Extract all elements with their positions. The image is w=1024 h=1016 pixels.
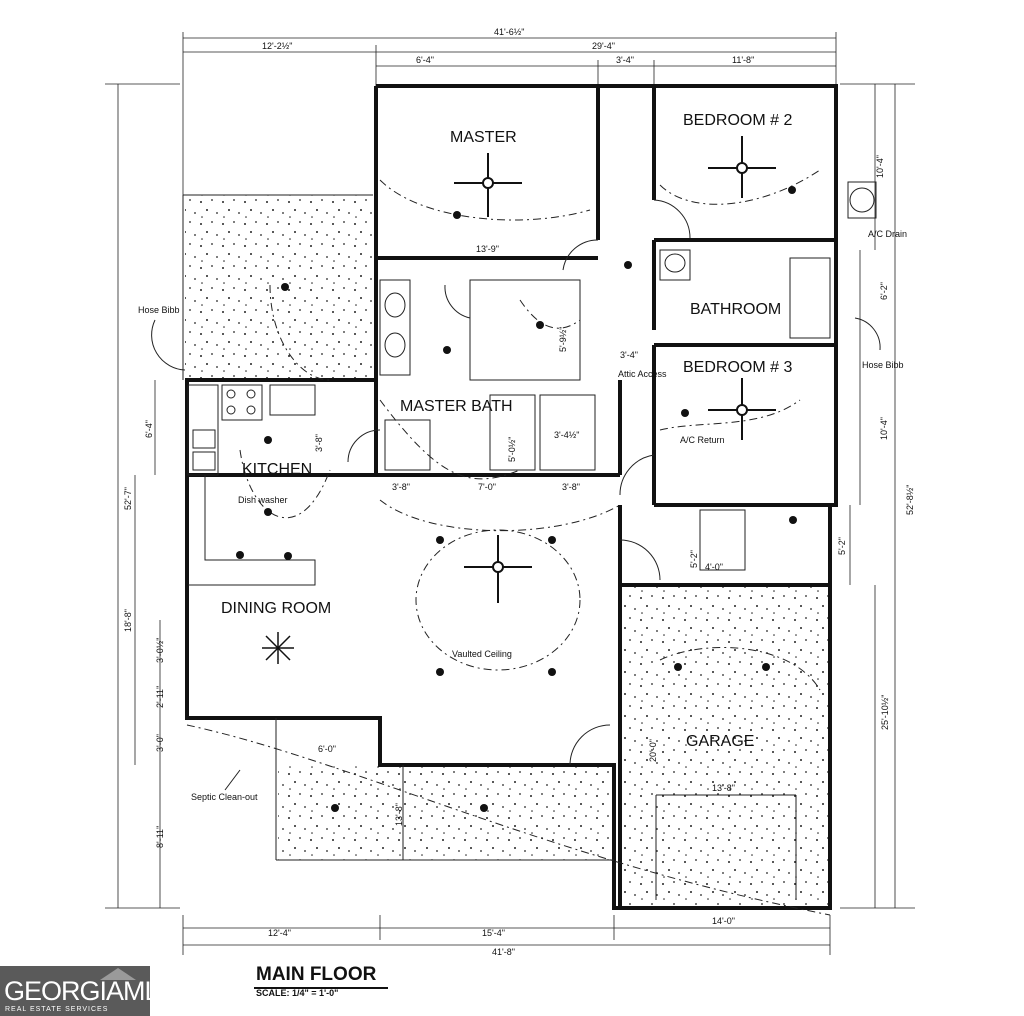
room-label-kitchen: KITCHEN (242, 461, 312, 478)
title-underline (254, 987, 388, 989)
dim-top-right: 29'-4" (592, 41, 615, 51)
dim-right-5-2: 5'-2" (837, 537, 847, 555)
room-label-bedroom2: BEDROOM # 2 (683, 112, 792, 129)
dim-left-3-0: 3'-0" (155, 734, 165, 752)
dim-left-2-11: 2'-11" (155, 686, 165, 708)
roof-icon (100, 968, 136, 980)
light-fixture-icons (236, 186, 797, 812)
note-septic-cleanout: Septic Clean-out (191, 792, 258, 802)
dimension-lines (105, 32, 915, 955)
porch-left-area (185, 195, 373, 378)
dim-left-18-8: 18'-8" (123, 609, 133, 632)
room-label-bathroom: BATHROOM (690, 301, 781, 318)
dim-bath-3-4-half: 3'-4½" (554, 430, 579, 440)
switch-wiring (186, 169, 831, 916)
plan-scale: SCALE: 1/4" = 1'-0" (256, 988, 339, 998)
note-hose-bibb-left: Hose Bibb (138, 305, 180, 315)
dim-left-8-11: 8'-11" (155, 826, 165, 848)
room-label-garage: GARAGE (686, 733, 754, 750)
room-label-master: MASTER (450, 129, 517, 146)
dim-master-13-9: 13'-9" (476, 244, 499, 254)
dim-mid-7-0: 7'-0" (478, 482, 496, 492)
dim-bath-5-0: 5'-0½" (507, 437, 517, 462)
dim-laundry-5-2: 5'-2" (689, 550, 699, 568)
dim-left-6-4: 6'-4" (144, 420, 154, 438)
dim-bath-5-9: 5'-9½" (558, 327, 568, 352)
room-label-dining-room: DINING ROOM (221, 600, 331, 617)
note-ac-drain: A/C Drain (868, 229, 907, 239)
note-vaulted-ceiling: Vaulted Ceiling (452, 649, 512, 659)
dim-bottom-14-0: 14'-0" (712, 916, 735, 926)
dim-right-10-4-mid: 10'-4" (879, 417, 889, 440)
dim-porch-13-8: 13'-8" (394, 803, 404, 826)
dim-bottom-12-4: 12'-4" (268, 928, 291, 938)
plan-title: MAIN FLOOR (256, 964, 377, 985)
dim-bed2-width: 11'-8" (732, 55, 754, 65)
dim-right-52-8: 52'-8½" (905, 485, 915, 515)
dim-left-52-7: 52'-7" (123, 487, 133, 510)
dim-top-left: 12'-2½" (262, 41, 292, 51)
dim-bottom-15-4: 15'-4" (482, 928, 505, 938)
dim-bath-3-4: 3'-4" (620, 350, 638, 360)
dim-right-10-4-top: 10'-4" (875, 155, 885, 178)
room-label-master-bath: MASTER BATH (400, 398, 513, 415)
dim-left-3-0-half: 3'-0½" (155, 638, 165, 663)
dim-garage-13-8: 13'-8" (712, 783, 735, 793)
ceiling-fan-icons (454, 136, 776, 603)
logo-subtitle: REAL ESTATE SERVICES (5, 1006, 109, 1013)
dim-right-25-10: 25'-10½" (880, 695, 890, 730)
note-attic-access: Attic Access (618, 369, 667, 379)
dim-garage-20-0: 20'-0" (648, 739, 658, 762)
dim-bottom-overall: 41'-8" (492, 947, 515, 957)
room-label-bedroom3: BEDROOM # 3 (683, 359, 792, 376)
logo-word: GEORGIAMLS (4, 976, 177, 1006)
dim-mid-3-8b: 3'-8" (562, 482, 580, 492)
dim-right-6-2: 6'-2" (879, 282, 889, 300)
dim-kitchen-3-8: 3'-8" (314, 434, 324, 452)
note-ac-return: A/C Return (680, 435, 725, 445)
georgia-mls-logo: GEORGIAMLS REAL ESTATE SERVICES (0, 966, 177, 1016)
dim-mid-3-8a: 3'-8" (392, 482, 410, 492)
chandelier-icon (262, 632, 294, 664)
garage-area (618, 585, 830, 905)
dim-mid-3-4: 3'-4" (616, 55, 634, 65)
dim-laundry-4-0: 4'-0" (705, 562, 723, 572)
walls (182, 84, 838, 910)
dim-overall-top: 41'-6½" (494, 27, 524, 37)
dim-porch-6-0: 6'-0" (318, 744, 336, 754)
note-hose-bibb-right: Hose Bibb (862, 360, 904, 370)
fixtures (187, 181, 877, 586)
note-dishwasher: Dish washer (238, 495, 288, 505)
dim-master-width: 6'-4" (416, 55, 434, 65)
door-swings (151, 199, 881, 766)
